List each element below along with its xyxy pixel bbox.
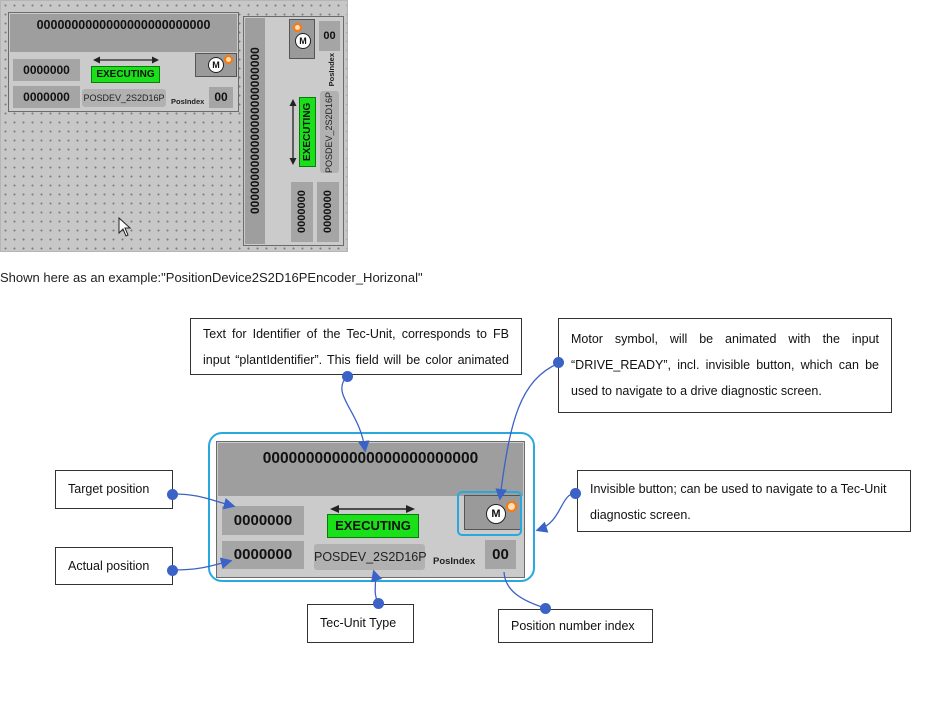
callout-invisible-button: Invisible button; can be used to navigat… xyxy=(577,470,911,532)
double-arrow-icon xyxy=(330,505,415,513)
double-arrow-icon xyxy=(93,56,159,64)
posindex-value: 00 xyxy=(485,540,516,569)
connector-dot xyxy=(553,357,564,368)
target-position-value: 0000000 xyxy=(13,59,80,81)
callout-identifier-line1: Text for Identifier of the Tec-Unit, cor… xyxy=(203,327,509,341)
warning-icon xyxy=(293,23,302,32)
callout-identifier-line2: input “plantIdentifier”. This field will… xyxy=(203,353,509,367)
connector-dot xyxy=(342,371,353,382)
posindex-value-vertical: 00 xyxy=(319,21,340,51)
warning-icon xyxy=(506,501,517,512)
tec-unit-type: POSDEV_2S2D16P xyxy=(82,89,166,107)
callout-invisible-line1: Invisible button; can be used to navigat… xyxy=(590,482,887,496)
actual-position-value: 0000000 xyxy=(13,86,80,108)
mouse-cursor-icon xyxy=(118,217,132,237)
target-position-value: 0000000 xyxy=(222,506,304,535)
callout-invisible-line2: diagnostic screen. xyxy=(590,508,691,522)
warning-icon xyxy=(224,55,233,64)
posindex-label: PosIndex xyxy=(171,97,205,106)
actual-position-value: 0000000 xyxy=(222,541,304,569)
posindex-value: 00 xyxy=(209,87,233,108)
posindex-label: PosIndex xyxy=(433,556,476,567)
motor-icon: M xyxy=(486,504,506,524)
example-caption: Shown here as an example:"PositionDevice… xyxy=(0,270,423,285)
faceplate-horizontal[interactable]: 0000000000000000000000000 0000000 000000… xyxy=(8,12,239,112)
connector-dot xyxy=(373,598,384,609)
connector-dot xyxy=(570,488,581,499)
motor-icon: M xyxy=(208,57,224,73)
motor-button-vertical[interactable]: M xyxy=(289,19,315,59)
connector-dot xyxy=(167,565,178,576)
faceplate-diagram[interactable]: 0000000000000000000000000 0000000 000000… xyxy=(216,441,525,578)
invisible-button-highlight[interactable] xyxy=(457,491,522,536)
status-executing: EXECUTING xyxy=(327,514,419,538)
connector-dot xyxy=(540,603,551,614)
double-arrow-icon xyxy=(289,99,297,165)
connector-dot xyxy=(167,489,178,500)
identifier-text: 0000000000000000000000000 xyxy=(218,443,523,496)
motor-icon: M xyxy=(295,33,311,49)
identifier-text: 0000000000000000000000000 xyxy=(10,14,237,52)
tec-unit-type: POSDEV_2S2D16P xyxy=(314,544,427,570)
callout-actual-position: Actual position xyxy=(55,547,173,585)
callout-target-position: Target position xyxy=(55,470,173,509)
motor-button[interactable]: M xyxy=(195,53,237,77)
status-executing: EXECUTING xyxy=(91,66,160,83)
callout-motor: Motor symbol, will be animated with the … xyxy=(558,318,892,413)
callout-motor-line2: “DRIVE_READY”, incl. invisible button, w… xyxy=(571,358,879,372)
callout-motor-line1: Motor symbol, will be animated with the … xyxy=(571,332,879,346)
editor-canvas: 0000000000000000000000000 0000000 000000… xyxy=(0,0,348,252)
callout-tec-unit-type: Tec-Unit Type xyxy=(307,604,414,643)
callout-position-index: Position number index xyxy=(498,609,653,643)
callout-identifier: Text for Identifier of the Tec-Unit, cor… xyxy=(190,318,522,375)
callout-motor-line3: used to navigate to a drive diagnostic s… xyxy=(571,384,822,398)
faceplate-vertical[interactable]: 0000000000000000000000000 M 00 PosIndex … xyxy=(243,16,344,246)
